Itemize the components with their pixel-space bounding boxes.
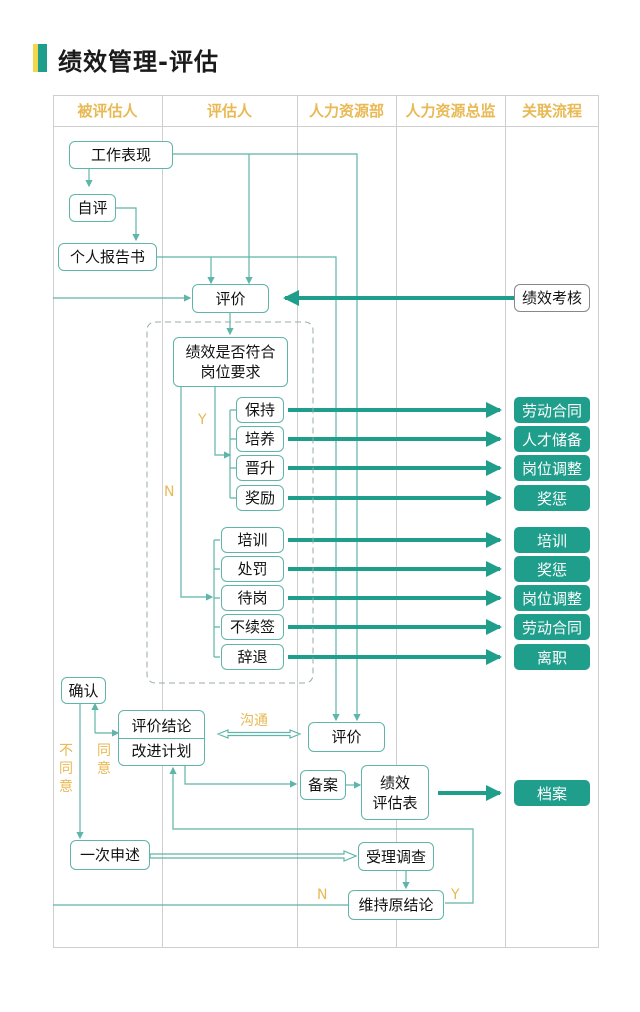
node-eval-form-line1: 绩效 (379, 773, 410, 792)
node-meets-requirement-line1: 绩效是否符合 (185, 343, 276, 361)
node-work-performance[interactable]: 工作表现 (69, 141, 173, 169)
node-no-nonrenew[interactable]: 不续签 (221, 614, 284, 640)
node-conclusion-plan[interactable]: 评价结论 改进计划 (118, 710, 205, 766)
node-conclusion-line2: 改进计划 (131, 741, 192, 760)
related-talent-pool[interactable]: 人才储备 (514, 426, 590, 452)
node-hr-evaluate[interactable]: 评价 (308, 722, 385, 752)
node-evaluate[interactable]: 评价 (192, 284, 269, 313)
label-disagree-1: 不 (59, 743, 73, 759)
lane-header-appraisee: 被评估人 (77, 102, 138, 120)
related-training[interactable]: 培训 (514, 527, 590, 553)
lane-header-appraiser: 评估人 (206, 102, 252, 120)
node-yes-promote[interactable]: 晋升 (236, 455, 284, 481)
node-yes-keep[interactable]: 保持 (236, 397, 284, 423)
label-disagree-2: 同 (59, 761, 73, 777)
node-personal-report[interactable]: 个人报告书 (58, 243, 157, 271)
node-no-standby[interactable]: 待岗 (221, 585, 284, 611)
label-agree-1: 同 (97, 743, 111, 759)
label-maintain-yes: Y (451, 887, 460, 903)
label-maintain-no: N (317, 887, 328, 903)
related-reward-penalty[interactable]: 奖惩 (514, 485, 590, 511)
node-yes-develop[interactable]: 培养 (236, 426, 284, 452)
header-divider (53, 126, 599, 127)
lane-divider (505, 95, 506, 948)
lane-divider (162, 95, 163, 948)
node-filing[interactable]: 备案 (300, 770, 346, 800)
label-no: N (164, 484, 175, 500)
node-investigate[interactable]: 受理调查 (358, 842, 434, 871)
related-archive[interactable]: 档案 (514, 780, 590, 806)
node-meets-requirement-line2: 岗位要求 (200, 363, 261, 381)
node-kpi-review[interactable]: 绩效考核 (514, 284, 590, 312)
node-confirm[interactable]: 确认 (61, 677, 106, 704)
label-yes: Y (198, 412, 207, 428)
node-no-dismiss[interactable]: 辞退 (221, 644, 284, 670)
related-resignation[interactable]: 离职 (514, 644, 590, 670)
title-accent-bar (33, 44, 47, 72)
lane-divider (297, 95, 298, 948)
swimlane-grid (53, 95, 599, 948)
node-eval-form[interactable]: 绩效 评估表 (361, 765, 429, 820)
related-position-adjust[interactable]: 岗位调整 (514, 585, 590, 611)
page-title: 绩效管理-评估 (58, 48, 219, 76)
related-labor-contract[interactable]: 劳动合同 (514, 614, 590, 640)
node-no-training[interactable]: 培训 (221, 527, 284, 553)
node-no-penalty[interactable]: 处罚 (221, 556, 284, 582)
lane-header-hr-dept: 人力资源部 (308, 102, 384, 120)
related-labor-contract[interactable]: 劳动合同 (514, 397, 590, 423)
label-communicate: 沟通 (240, 713, 268, 729)
label-agree-2: 意 (97, 761, 111, 777)
related-position-adjust[interactable]: 岗位调整 (514, 455, 590, 481)
node-first-appeal[interactable]: 一次申述 (70, 840, 150, 870)
node-yes-reward[interactable]: 奖励 (236, 485, 284, 511)
node-conclusion-line1: 评价结论 (119, 716, 204, 739)
related-reward-penalty[interactable]: 奖惩 (514, 556, 590, 582)
lane-divider (396, 95, 397, 948)
node-meets-requirement[interactable]: 绩效是否符合 岗位要求 (173, 337, 288, 387)
label-disagree-3: 意 (59, 779, 73, 795)
node-self-eval[interactable]: 自评 (69, 194, 116, 222)
node-maintain-conclusion[interactable]: 维持原结论 (348, 890, 444, 920)
node-eval-form-line2: 评估表 (372, 793, 418, 812)
lane-header-hr-director: 人力资源总监 (405, 102, 496, 120)
lane-header-related-process: 关联流程 (521, 102, 582, 120)
